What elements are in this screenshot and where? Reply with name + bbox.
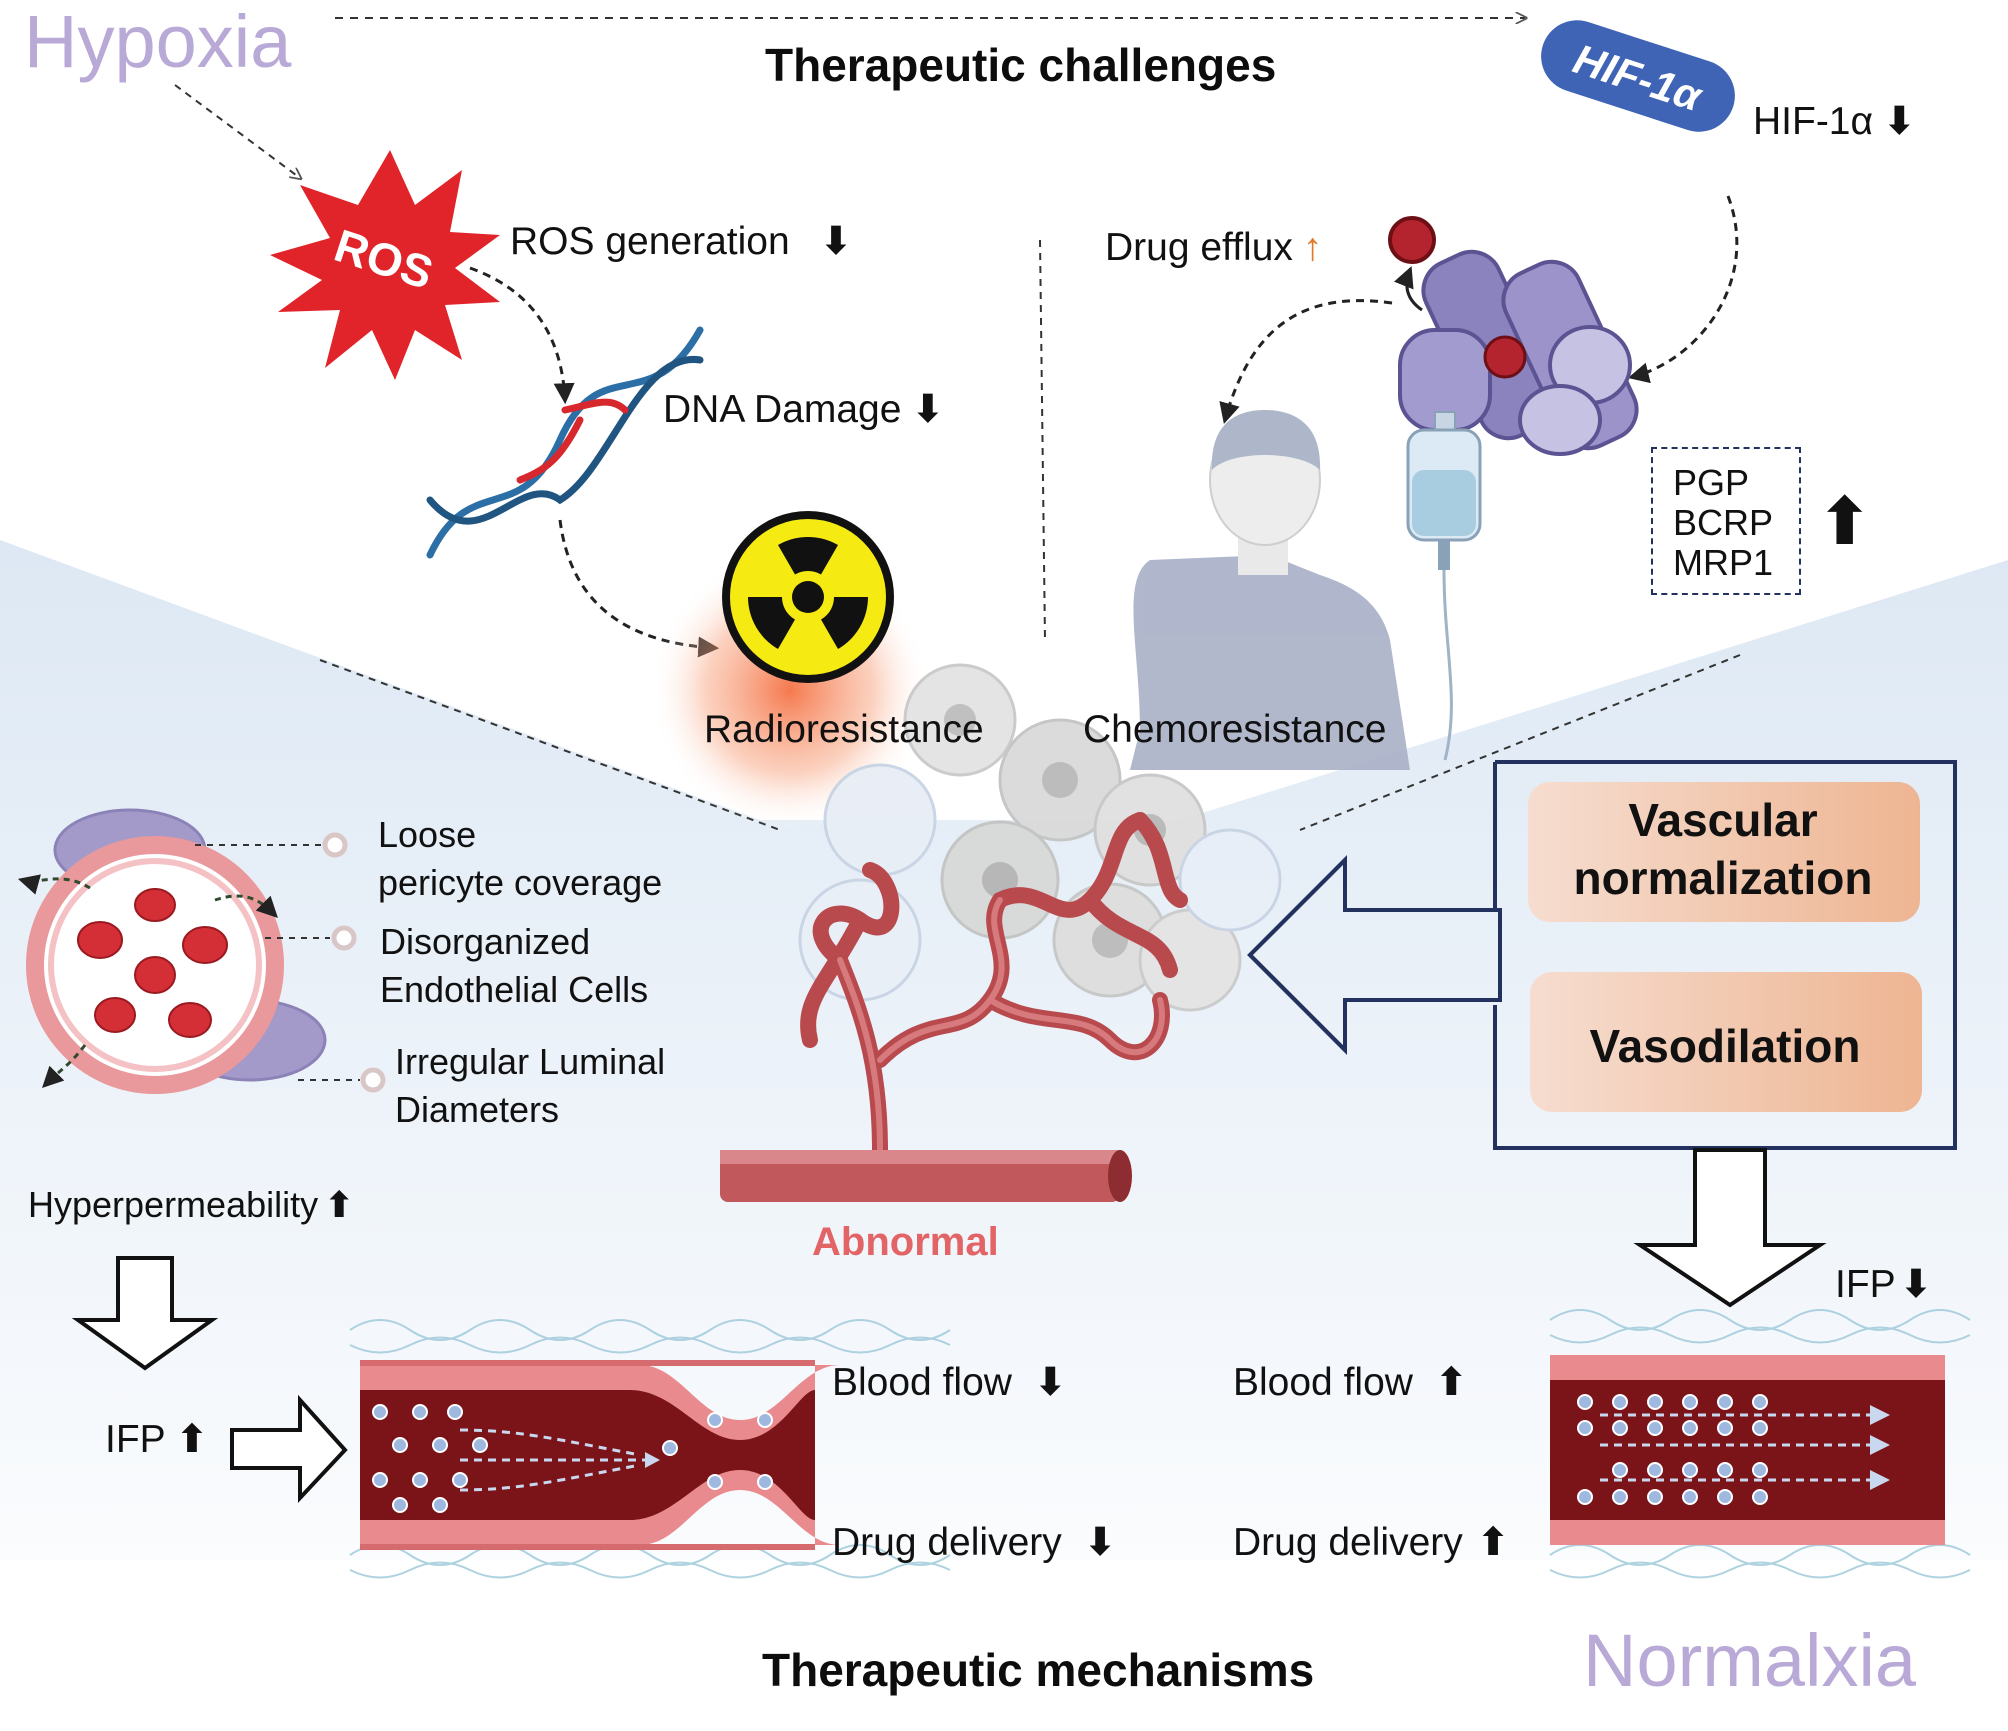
ros-down-arrow: ⬇	[819, 220, 853, 263]
ros-burst-icon	[270, 150, 500, 380]
right-arrow-left	[230, 1394, 348, 1504]
blood-flow-left-label: Blood flow	[832, 1361, 1012, 1404]
hif-label: HIF-1α	[1753, 100, 1874, 143]
ifp-right-label: IFP	[1835, 1263, 1896, 1306]
drug-delivery-left-row: Drug delivery ⬇	[832, 1523, 1116, 1562]
hypoxia-label: Hypoxia	[24, 0, 292, 83]
drug-delivery-left-down-arrow: ⬇	[1083, 1521, 1117, 1564]
chemoresistance-label: Chemoresistance	[1083, 708, 1387, 751]
vasodilation-label: Vasodilation	[1589, 1020, 1861, 1072]
blood-flow-right-up-arrow: ⬆	[1434, 1361, 1468, 1404]
irregular-label-line2: Diameters	[395, 1089, 560, 1130]
transporter-list-box	[1651, 447, 1801, 595]
patient-icon	[1130, 410, 1410, 770]
irregular-label-line1: Irregular Luminal	[395, 1041, 666, 1082]
ifp-left-label: IFP	[105, 1418, 166, 1461]
drug-efflux-up-arrow: ↑	[1302, 226, 1323, 269]
transporter-protein-icon	[1398, 249, 1639, 456]
disorganized-label-line1: Disorganized	[380, 921, 591, 962]
down-arrow-left	[71, 1256, 219, 1371]
vascular-normalization-label: Vascular normalization	[1573, 794, 1873, 904]
dna-label-row: DNA Damage⬇	[663, 390, 944, 429]
hyperpermeability-row: Hyperpermeability⬆	[28, 1187, 354, 1223]
ros-label: ROS generation	[510, 220, 790, 263]
blood-flow-left-down-arrow: ⬇	[1033, 1361, 1067, 1404]
drug-delivery-right-row: Drug delivery ⬆	[1233, 1523, 1509, 1562]
blood-flow-right-label: Blood flow	[1233, 1361, 1413, 1404]
radioresistance-label: Radioresistance	[704, 708, 984, 751]
hif-down-arrow: ⬇	[1883, 100, 1916, 143]
drug-delivery-left-label: Drug delivery	[832, 1521, 1062, 1564]
trunk-vessel	[720, 1150, 1132, 1202]
mechanisms-title: Therapeutic mechanisms	[762, 1644, 1315, 1696]
ifp-left-up-arrow: ⬆	[175, 1418, 209, 1461]
vascular-normalization-pill	[1528, 782, 1920, 922]
constricted-vessel-icon	[360, 1360, 840, 1550]
radiation-symbol-icon	[722, 511, 894, 683]
mrp1-label: MRP1	[1673, 542, 1774, 583]
challenges-title: Therapeutic challenges	[765, 39, 1277, 91]
hif-label-row: HIF-1α⬇	[1753, 102, 1916, 141]
drug-delivery-right-label: Drug delivery	[1233, 1521, 1463, 1564]
blood-flow-right-row: Blood flow ⬆	[1233, 1363, 1468, 1402]
iv-bag-icon	[1406, 411, 1482, 761]
dna-down-arrow: ⬇	[911, 388, 945, 431]
drug-delivery-right-up-arrow: ⬆	[1476, 1521, 1510, 1564]
normal-vessel-icon	[1550, 1355, 1945, 1545]
drug-molecule-icon	[1388, 216, 1436, 264]
blood-flow-left-row: Blood flow ⬇	[832, 1363, 1067, 1402]
hyperpermeability-up-arrow: ⬆	[324, 1184, 355, 1225]
drug-efflux-label: Drug efflux	[1105, 226, 1293, 269]
ifp-right-row: IFP⬇	[1835, 1265, 1932, 1304]
ifp-right-down-arrow: ⬇	[1899, 1263, 1933, 1306]
normalxia-label: Normalxia	[1583, 1619, 1917, 1702]
bcrp-label: BCRP	[1673, 502, 1774, 543]
drug-efflux-row: Drug efflux↑	[1105, 228, 1322, 267]
pgp-label: PGP	[1673, 462, 1750, 503]
abnormal-label: Abnormal	[812, 1220, 999, 1264]
disorganized-label-line2: Endothelial Cells	[380, 969, 649, 1010]
dna-helix-icon	[426, 326, 704, 559]
ros-label-row: ROS generation ⬇	[510, 222, 852, 261]
dna-label: DNA Damage	[663, 388, 902, 431]
loose-label-line1: Loose	[378, 814, 477, 855]
tissue-texture	[349, 1309, 1971, 1579]
hyperpermeability-label: Hyperpermeability	[28, 1184, 319, 1225]
down-arrow-right	[1633, 1148, 1827, 1308]
transporter-up-arrow: ⬆	[1817, 484, 1873, 558]
vessel-cross-section-icon	[26, 808, 327, 1094]
loose-label-line2: pericyte coverage	[378, 862, 663, 903]
vasodilation-pill	[1530, 972, 1922, 1112]
ifp-left-row: IFP⬆	[105, 1420, 208, 1459]
